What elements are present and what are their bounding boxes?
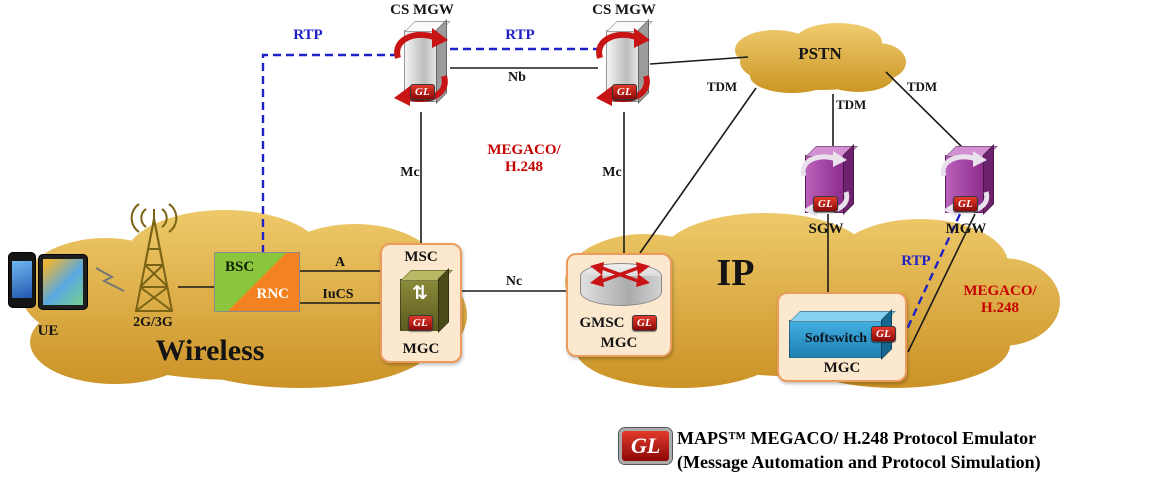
- msc-node: MSC ⇅ GL MGC: [380, 243, 462, 363]
- link-mgw-softswitch: [907, 213, 976, 353]
- softswitch-node: Softswitch GL MGC: [777, 292, 907, 382]
- gmsc-title: GMSC: [579, 315, 625, 331]
- iucs-label: IuCS: [322, 287, 354, 302]
- ue-radio-link: [95, 267, 125, 292]
- gl-logo: GL: [632, 315, 657, 332]
- legend-line2: (Message Automation and Protocol Simulat…: [677, 452, 1041, 473]
- nb-label: Nb: [508, 70, 526, 85]
- ran-label: 2G/3G: [133, 315, 173, 330]
- softswitch-mgc-label: MGC: [823, 360, 861, 377]
- msc-mgc-label: MGC: [402, 341, 440, 358]
- tablet-screen: [43, 259, 83, 305]
- legend-text: MAPS™ MEGACO/ H.248 Protocol Emulator (M…: [677, 426, 1041, 475]
- cs-mgw-right-node: CS MGW GL: [588, 2, 660, 114]
- gl-logo-legend: GL: [619, 428, 673, 465]
- cs-mgw-left-title: CS MGW: [390, 2, 454, 18]
- link-csmgw-pstn: [649, 56, 749, 65]
- cs-mgw-left-node: CS MGW GL: [386, 2, 458, 114]
- sgw-label: SGW: [808, 221, 844, 237]
- gl-logo: GL: [813, 196, 838, 213]
- mc-right-label: Mc: [602, 165, 622, 180]
- wireless-cloud-label: Wireless: [155, 334, 265, 367]
- msc-title: MSC: [404, 249, 438, 265]
- link-rtp-left: [261, 53, 398, 253]
- rnc-label: RNC: [256, 286, 290, 303]
- link-rtp-right: [901, 213, 962, 339]
- gl-logo: GL: [410, 84, 435, 101]
- link-pstn-gmsc: [639, 87, 757, 254]
- gl-logo: GL: [871, 326, 896, 343]
- pstn-cloud: [735, 23, 906, 93]
- gl-logo: GL: [408, 315, 433, 332]
- gl-logo: GL: [953, 196, 978, 213]
- softswitch-title: Softswitch: [804, 331, 868, 346]
- wireless-cloud: [20, 210, 467, 388]
- a-interface-label: A: [334, 255, 346, 270]
- tablet-icon: [38, 254, 88, 310]
- nc-label: Nc: [505, 274, 523, 289]
- tdm-label-mgw: TDM: [906, 79, 938, 94]
- link-pstn-mgw: [885, 71, 967, 152]
- tdm-label-gmsc: TDM: [706, 79, 738, 94]
- bsc-rnc-node: BSC RNC: [214, 252, 300, 312]
- tdm-label-sgw: TDM: [836, 97, 867, 112]
- gmsc-node: GMSC GL MGC: [566, 253, 672, 357]
- softswitch-icon: Softswitch: [789, 320, 883, 358]
- legend-line1: MAPS™ MEGACO/ H.248 Protocol Emulator: [677, 428, 1037, 448]
- mgw-label: MGW: [945, 221, 987, 237]
- pstn-label: PSTN: [798, 44, 842, 63]
- smartphone-icon: [8, 252, 36, 308]
- router-arrows-icon: [590, 262, 650, 287]
- phone-screen: [12, 261, 32, 298]
- legend: GL MAPS™ MEGACO/ H.248 Protocol Emulator…: [615, 424, 1155, 482]
- antenna-tower-icon: [130, 203, 178, 312]
- megaco-label-right: MEGACO/ H.248: [963, 283, 1037, 316]
- bsc-label: BSC: [225, 259, 255, 275]
- cs-mgw-right-title: CS MGW: [592, 2, 656, 18]
- mc-left-label: Mc: [400, 165, 420, 180]
- ip-cloud-label: IP: [716, 252, 755, 294]
- megaco-label-top: MEGACO/ H.248: [487, 142, 561, 175]
- gmsc-mgc-label: MGC: [600, 335, 638, 352]
- rtp-label-mid: RTP: [505, 27, 535, 43]
- msc-arrows-icon: ⇅: [412, 282, 428, 304]
- rtp-label-left: RTP: [293, 27, 323, 43]
- rtp-label-right: RTP: [901, 253, 931, 269]
- ue-devices: [8, 250, 92, 314]
- gl-logo: GL: [612, 84, 637, 101]
- ue-label: UE: [37, 323, 59, 339]
